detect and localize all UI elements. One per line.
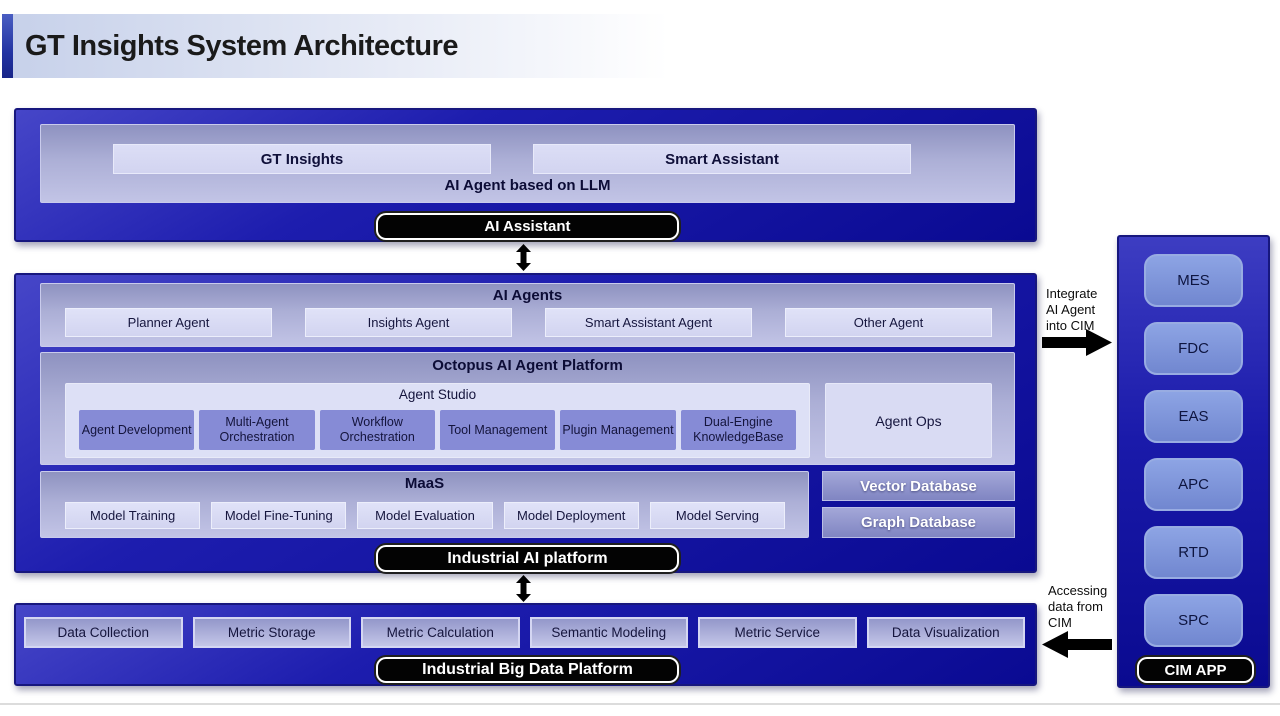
ai-agents-panel: AI Agents Planner Agent Insights Agent S… [40, 283, 1015, 347]
note-line: Integrate [1046, 286, 1098, 301]
ai-agents-row: Planner Agent Insights Agent Smart Assis… [65, 308, 992, 337]
cim-item: MES [1144, 254, 1243, 307]
maas-item: Model Evaluation [357, 502, 493, 529]
octopus-title: Octopus AI Agent Platform [432, 357, 623, 374]
agent-studio-panel: Agent Studio Agent Development Multi-Age… [65, 383, 810, 458]
integrate-note: Integrate AI Agent into CIM [1046, 286, 1097, 334]
right-arrow-icon [1042, 329, 1112, 356]
big-data-item: Data Visualization [866, 617, 1025, 648]
industrial-big-data-pill: Industrial Big Data Platform [376, 657, 679, 683]
big-data-item: Semantic Modeling [529, 617, 688, 648]
vector-database-box: Vector Database [822, 471, 1015, 501]
agent-item: Planner Agent [65, 308, 272, 337]
ai-agents-title: AI Agents [492, 287, 563, 304]
gt-insights-box: GT Insights [113, 144, 491, 174]
big-data-item: Data Collection [24, 617, 183, 648]
maas-item: Model Deployment [503, 502, 639, 529]
access-note: Accessing data from CIM [1048, 583, 1107, 631]
slide-footer-line [0, 703, 1280, 705]
agent-item: Smart Assistant Agent [545, 308, 752, 337]
big-data-item: Metric Storage [192, 617, 351, 648]
agent-ops-box: Agent Ops [825, 383, 992, 458]
maas-panel: MaaS Model Training Model Fine-Tuning Mo… [40, 471, 809, 538]
llm-caption: AI Agent based on LLM [444, 177, 611, 194]
cim-item: SPC [1144, 594, 1243, 647]
graph-database-box: Graph Database [822, 507, 1015, 538]
studio-item: Multi-Agent Orchestration [199, 410, 315, 450]
studio-item: Plugin Management [560, 410, 676, 450]
left-arrow-icon [1042, 631, 1112, 658]
note-line: into CIM [1046, 317, 1095, 333]
agent-studio-title: Agent Studio [398, 387, 477, 402]
cim-app-pill: CIM APP [1137, 657, 1254, 683]
maas-item: Model Training [65, 502, 201, 529]
ai-assistant-pill: AI Assistant [376, 213, 679, 240]
updown-arrow-bottom [515, 575, 532, 602]
updown-arrow-top [515, 244, 532, 271]
maas-row: Model Training Model Fine-Tuning Model E… [65, 502, 786, 529]
note-line: AI Agent [1046, 301, 1096, 317]
maas-item: Model Serving [649, 502, 786, 529]
big-data-row: Data Collection Metric Storage Metric Ca… [24, 617, 1025, 648]
maas-item: Model Fine-Tuning [211, 502, 347, 529]
industrial-ai-platform-pill: Industrial AI platform [376, 545, 679, 572]
note-line: CIM [1048, 614, 1072, 630]
llm-agent-panel: GT Insights Smart Assistant AI Agent bas… [40, 124, 1015, 203]
studio-item: Tool Management [439, 410, 556, 450]
maas-title: MaaS [404, 475, 445, 492]
big-data-layer: Data Collection Metric Storage Metric Ca… [14, 603, 1037, 686]
cim-item: APC [1144, 458, 1243, 511]
cim-item: FDC [1144, 322, 1243, 375]
note-line: Accessing [1048, 583, 1108, 598]
big-data-item: Metric Calculation [361, 617, 520, 648]
studio-item: Dual-Engine KnowledgeBase [680, 410, 796, 450]
cim-item: EAS [1144, 390, 1243, 443]
cim-item: RTD [1144, 526, 1243, 579]
note-line: data from [1048, 598, 1103, 614]
agent-item: Other Agent [785, 308, 992, 337]
smart-assistant-box: Smart Assistant [533, 144, 911, 174]
agent-item: Insights Agent [305, 308, 512, 337]
ai-platform-layer: AI Agents Planner Agent Insights Agent S… [14, 273, 1037, 573]
big-data-item: Metric Service [698, 617, 857, 648]
ai-assistant-layer: GT Insights Smart Assistant AI Agent bas… [14, 108, 1037, 242]
page-title: GT Insights System Architecture [25, 30, 459, 62]
header: GT Insights System Architecture [13, 14, 703, 78]
agent-studio-row: Agent Development Multi-Agent Orchestrat… [79, 410, 796, 450]
studio-item: Workflow Orchestration [319, 410, 435, 450]
title-accent-bar [2, 14, 13, 78]
cim-app-column: MES FDC EAS APC RTD SPC CIM APP [1117, 235, 1270, 688]
studio-item: Agent Development [79, 410, 195, 450]
octopus-platform-panel: Octopus AI Agent Platform Agent Studio A… [40, 352, 1015, 465]
